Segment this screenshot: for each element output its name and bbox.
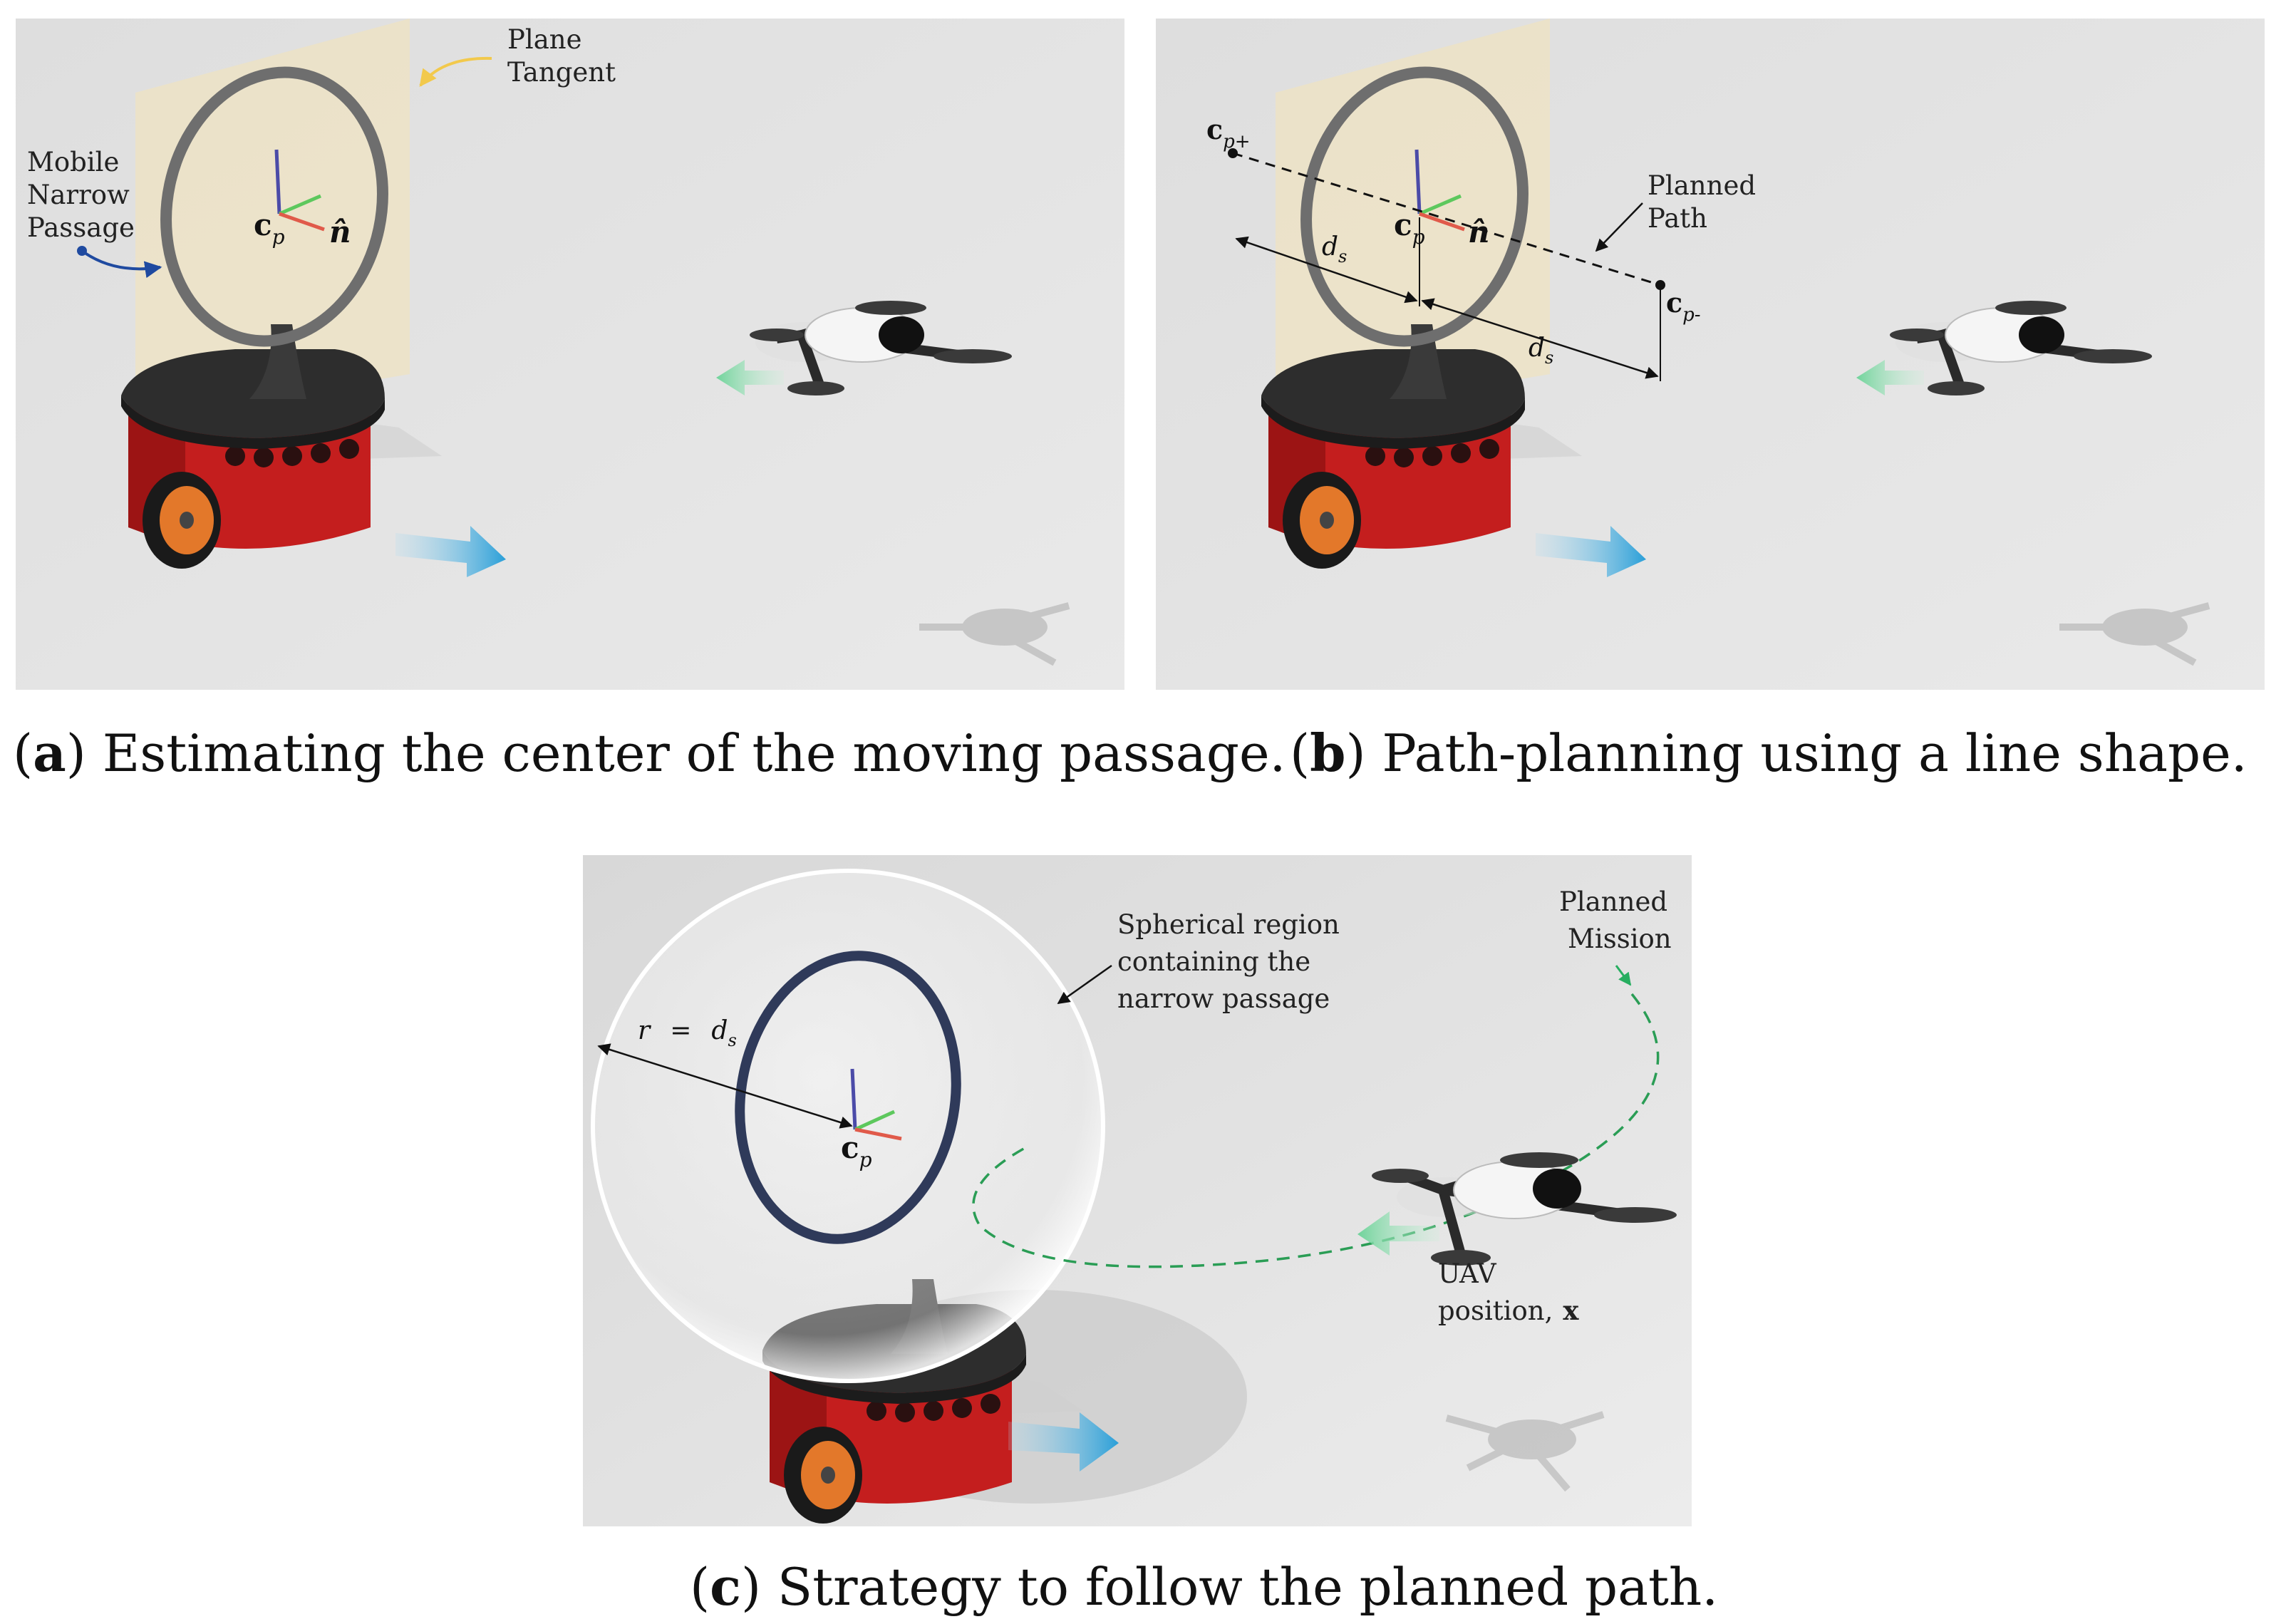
start-waypoint <box>1228 148 1238 158</box>
frame-axis-x <box>1419 212 1465 232</box>
radius-label: r=ds <box>638 1016 737 1050</box>
end-waypoint-label: cp- <box>1666 286 1701 326</box>
robot-motion-arrow <box>1008 1412 1119 1472</box>
planned-line-path <box>1232 152 1661 286</box>
end-waypoint <box>1655 280 1665 290</box>
planned-mission-trajectory <box>972 993 1660 1268</box>
frame-axis-y <box>279 194 321 216</box>
uav-motion-arrow <box>1357 1211 1439 1256</box>
uav-motion-arrow <box>1856 360 1924 395</box>
uav-shadow <box>919 602 1070 666</box>
distance-label-left: ds <box>1322 232 1347 267</box>
uav-drone <box>1372 1152 1677 1266</box>
frame-axis-y <box>854 1110 896 1132</box>
frame-axis-z <box>274 149 281 214</box>
frame-axis-z <box>1414 149 1422 214</box>
center-label: cp <box>841 1130 872 1172</box>
plane-tangent-pointer <box>419 56 492 87</box>
robot-motion-arrow <box>395 526 506 577</box>
mission-pointer <box>1615 965 1632 986</box>
uav-drone <box>750 301 1012 395</box>
caption-c-full: (c) Strategy to follow the planned path. <box>690 1556 1718 1617</box>
distance-arrow-left <box>1235 236 1418 304</box>
robot-motion-arrow <box>1536 526 1646 577</box>
spherical-region <box>591 869 1105 1383</box>
uav-drone <box>1890 301 2152 395</box>
normal-label: n̂ <box>329 214 351 249</box>
planned-path-pointer <box>1595 202 1643 252</box>
passage-pointer <box>81 249 162 279</box>
frame-axis-y <box>1419 194 1462 216</box>
radius-arrow <box>597 1043 853 1129</box>
sphere-pointer <box>1057 964 1112 1005</box>
uav-shadow <box>2059 602 2210 666</box>
center-label: cp <box>254 207 285 249</box>
start-waypoint-label: cp+ <box>1206 113 1251 152</box>
uav-motion-arrow <box>716 360 784 395</box>
narrow-passage-ring <box>1300 66 1529 347</box>
frame-axis-x <box>279 212 325 232</box>
narrow-passage-ring <box>160 66 388 347</box>
uav-shadow <box>1445 1411 1605 1492</box>
distance-arrow-right <box>1421 298 1659 379</box>
caption-b-full: (b) Path-planning using a line shape. <box>1290 723 2248 783</box>
caption-a-full: (a) Estimating the center of the moving … <box>13 723 1286 783</box>
distance-label-right: ds <box>1529 333 1553 368</box>
normal-label: n̂ <box>1468 214 1490 249</box>
frame-axis-x <box>854 1127 902 1141</box>
